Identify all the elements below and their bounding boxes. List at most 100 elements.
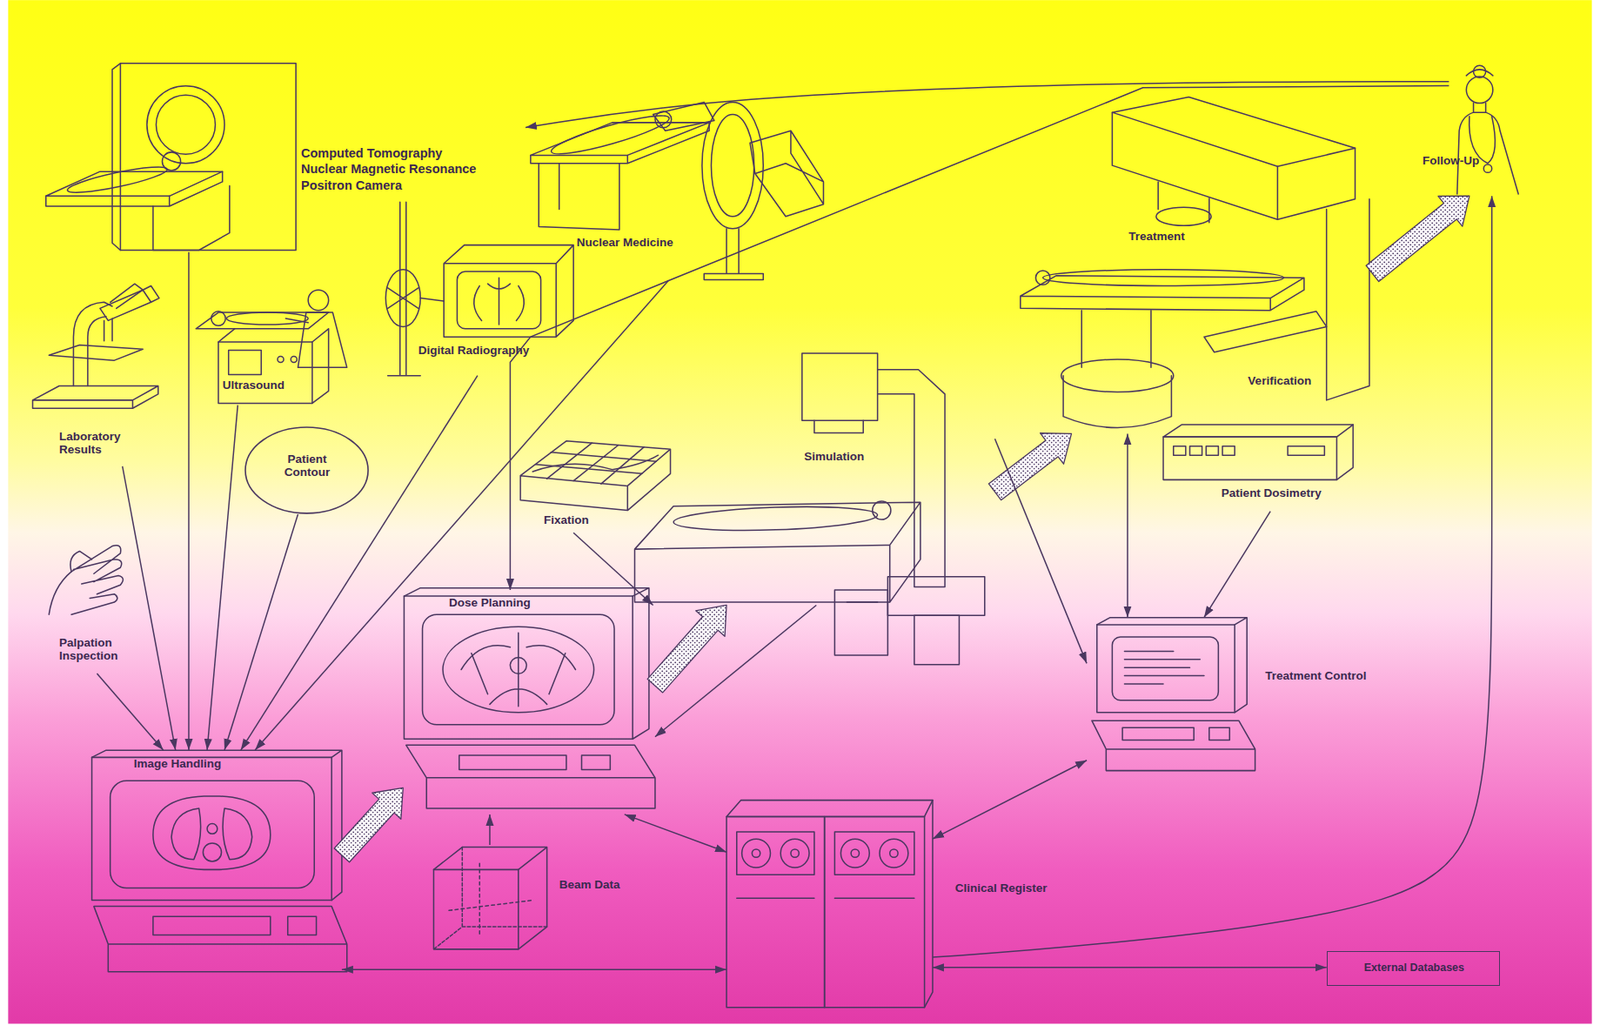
tape-register-drawing xyxy=(879,838,909,868)
dosimetry-drawing xyxy=(1287,446,1325,456)
flow-arrow xyxy=(224,514,298,750)
imaging-terminal-drawing xyxy=(153,916,271,935)
control-terminal-drawing xyxy=(1124,650,1204,684)
node-label: Palpation Inspection xyxy=(59,635,154,663)
microscope-drawing xyxy=(87,316,107,387)
flow-arrow xyxy=(254,281,669,751)
nuclear-medicine-drawing xyxy=(703,228,764,281)
ultrasound-drawing xyxy=(195,312,329,329)
line-art xyxy=(33,63,1520,1008)
physician-drawing xyxy=(1466,69,1493,76)
microscope-drawing xyxy=(142,286,160,303)
node-label: Follow-Up xyxy=(1422,153,1515,168)
microscope-drawing xyxy=(33,385,159,409)
nuclear-medicine-drawing xyxy=(749,130,824,217)
dosimetry-drawing xyxy=(1336,424,1353,480)
node-label: Treatment xyxy=(1128,229,1252,244)
node-label: Laboratory Results xyxy=(59,429,147,457)
microscope-drawing xyxy=(73,301,113,386)
tape-register-drawing xyxy=(736,831,815,875)
linear-accelerator-drawing xyxy=(1156,207,1212,226)
hand-drawing xyxy=(48,545,123,615)
tape-register-drawing xyxy=(726,800,933,817)
nuclear-medicine-drawing xyxy=(653,101,715,131)
flow-arrow xyxy=(341,968,727,971)
planning-terminal-drawing xyxy=(406,744,656,809)
ct-scanner-drawing xyxy=(120,63,296,251)
flow-arrow xyxy=(122,466,176,750)
control-terminal-drawing xyxy=(1111,636,1219,701)
control-terminal-drawing xyxy=(1209,727,1230,740)
ultrasound-drawing xyxy=(277,355,284,362)
node-label: Nuclear Medicine xyxy=(576,235,730,250)
radiography-drawing xyxy=(388,287,419,308)
flow-arrow xyxy=(655,604,817,737)
nuclear-medicine-drawing xyxy=(538,163,620,230)
imaging-terminal-drawing xyxy=(92,756,333,900)
hand-drawing xyxy=(70,550,93,571)
node-label: Treatment Control xyxy=(1265,669,1398,683)
imaging-terminal-drawing xyxy=(202,843,221,862)
physician-drawing xyxy=(1473,65,1487,78)
nuclear-medicine-camera: Nuclear Medicine xyxy=(525,96,824,281)
node-label: Positron Camera xyxy=(301,178,542,194)
linear-accelerator-drawing xyxy=(1158,181,1210,223)
linear-accelerator: Treatment xyxy=(1015,93,1373,435)
water-phantom-drawing xyxy=(433,847,547,950)
annotation-label: Verification xyxy=(1247,374,1371,389)
simulator-drawing xyxy=(802,353,878,421)
flow-arrow xyxy=(932,760,1087,839)
ct-scanner-drawing xyxy=(147,86,225,164)
tape-register-drawing xyxy=(751,849,760,857)
simulator-drawing xyxy=(877,369,945,588)
gradient-background xyxy=(7,0,1592,1024)
linear-accelerator-drawing xyxy=(1111,97,1355,168)
microscope: Laboratory Results xyxy=(28,290,161,467)
node-label: Ultrasound xyxy=(222,378,325,393)
microscope-drawing xyxy=(48,345,143,362)
node-label: Patient Dosimetry xyxy=(1221,486,1365,501)
fixation-drawing xyxy=(520,441,670,511)
block-arrow xyxy=(334,787,403,862)
water-phantom-drawing xyxy=(433,847,547,950)
ultrasound-drawing xyxy=(297,312,347,368)
dosimetry-drawing xyxy=(1163,424,1353,437)
ultrasound-drawing xyxy=(226,312,308,325)
linear-accelerator-drawing xyxy=(1020,97,1370,429)
flow-arrow xyxy=(96,673,163,750)
flow-arrow xyxy=(207,405,238,750)
flow-arrow xyxy=(994,438,1087,663)
flow-arrow xyxy=(1126,433,1129,617)
radiography-drawing xyxy=(474,277,525,325)
connector-group xyxy=(96,81,1492,970)
water-phantom: Beam Data xyxy=(431,844,549,951)
planning-terminal-drawing xyxy=(403,588,656,809)
ultrasound-drawing xyxy=(307,289,329,310)
planning-terminal-drawing xyxy=(509,656,527,674)
microscope-drawing xyxy=(104,318,113,342)
block-arrow xyxy=(988,433,1072,501)
fixation-mould: Fixation xyxy=(515,438,670,533)
imaging-terminal-drawing xyxy=(110,780,315,888)
simulator-drawing xyxy=(872,501,891,520)
ultrasound-drawing xyxy=(290,355,297,362)
flow-arrow xyxy=(509,86,1449,590)
dosimetry-drawing xyxy=(1163,424,1353,480)
ct-scanner-drawing xyxy=(161,152,181,171)
tape-register-drawing xyxy=(890,849,898,857)
control-terminal-drawing xyxy=(1122,727,1194,740)
flow-arrow xyxy=(932,195,1493,958)
ultrasound-drawing xyxy=(218,328,329,404)
fixation-drawing xyxy=(520,441,670,511)
simulator-drawing xyxy=(887,576,985,616)
ct-scanner-drawing xyxy=(155,94,215,154)
control-terminal-drawing xyxy=(1091,617,1256,771)
imaging-terminal-drawing xyxy=(93,906,348,972)
node-label: Simulation xyxy=(803,449,917,464)
planning-terminal-drawing xyxy=(461,632,576,706)
ct-scanner-drawing xyxy=(66,161,169,197)
node-label: Digital Radiography xyxy=(418,343,583,358)
palpating-hand: Palpation Inspection xyxy=(46,535,148,674)
